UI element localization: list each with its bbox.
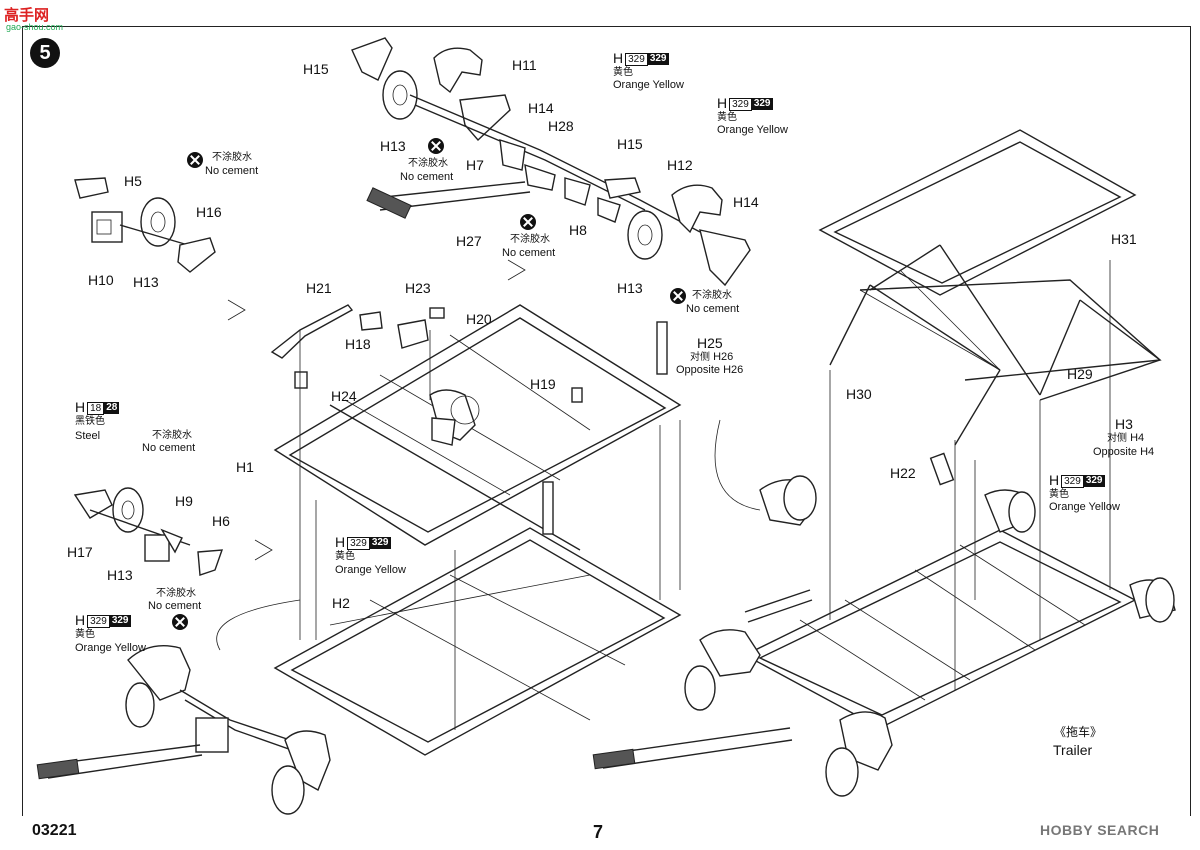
site-logo-sub: gao-shou.com	[6, 22, 64, 32]
paint-yellow-en-3: Orange Yellow	[335, 564, 406, 576]
no-cement-cn-5: 不涂胶水	[152, 430, 192, 441]
no-cement-cn-6: 不涂胶水	[156, 588, 196, 599]
part-label-h8: H8	[569, 222, 587, 238]
no-cement-cn-3: 不涂胶水	[510, 234, 550, 245]
no-cement-en-2: No cement	[400, 171, 454, 183]
part-label-h24: H24	[331, 388, 357, 404]
paint-yellow-cn-1: 黄色	[613, 67, 633, 78]
part-label-h6: H6	[212, 513, 230, 529]
part-label-h21: H21	[306, 280, 332, 296]
part-label-h23: H23	[405, 280, 431, 296]
part-label-h10: H10	[88, 272, 114, 288]
no-cement-cn-1: 不涂胶水	[212, 152, 252, 163]
no-cement-en-5: No cement	[142, 442, 196, 454]
left-upper-wheel-assembly	[74, 177, 216, 273]
part-label-h7: H7	[466, 157, 484, 173]
part-label-h12: H12	[667, 157, 693, 173]
part-label-h2: H2	[332, 595, 350, 611]
part-label-h13: H13	[380, 138, 406, 154]
part-label-h20: H20	[466, 311, 492, 327]
part-label-h25: H25	[697, 335, 723, 351]
paint-yellow-cn-3: 黄色	[335, 551, 355, 562]
no-cement-icon	[187, 152, 203, 168]
part-label-h17: H17	[67, 544, 93, 560]
no-cement-en-1: No cement	[205, 165, 259, 177]
part-label-h5: H5	[124, 173, 142, 189]
frame-border-top	[22, 26, 1190, 27]
paint-yellow-en-4: Orange Yellow	[75, 642, 146, 654]
part-label-h22: H22	[890, 465, 916, 481]
trailer-chassis	[592, 475, 1176, 797]
part-label-h1: H1	[236, 459, 254, 475]
no-cement-en-6: No cement	[148, 600, 202, 612]
leader-lines	[216, 330, 761, 730]
part-label-h18: H18	[345, 336, 371, 352]
opposite-h26-en: Opposite H26	[676, 364, 744, 376]
paint-yellow-cn-2: 黄色	[717, 112, 737, 123]
no-cement-icon	[670, 288, 686, 304]
part-label-h29: H29	[1067, 366, 1093, 382]
page-number: 7	[593, 822, 604, 842]
paint-yellow-en-5: Orange Yellow	[1049, 501, 1120, 513]
part-label-h3: H3	[1115, 416, 1133, 432]
part-label-h19: H19	[530, 376, 556, 392]
part-label-h15b: H15	[617, 136, 643, 152]
part-label-h14: H14	[528, 100, 554, 116]
no-cement-en-3: No cement	[502, 247, 556, 259]
part-label-h27: H27	[456, 233, 482, 249]
bottom-left-axle	[36, 645, 331, 815]
part-label-h13b: H13	[617, 280, 643, 296]
opposite-h26-cn: 对侧 H26	[690, 351, 734, 363]
kit-code: 03221	[32, 822, 77, 839]
no-cement-cn-4: 不涂胶水	[692, 290, 732, 301]
trailer-cn: 《拖车》	[1054, 725, 1103, 739]
part-label-h14b: H14	[733, 194, 759, 210]
part-label-h13d: H13	[107, 567, 133, 583]
trailer-en: Trailer	[1053, 742, 1093, 758]
no-cement-icon	[428, 138, 444, 154]
opposite-h4-cn: 对侧 H4	[1107, 432, 1145, 444]
paint-yellow-en-1: Orange Yellow	[613, 79, 684, 91]
paint-steel-en: Steel	[75, 430, 101, 442]
watermark: HOBBY SEARCH	[1040, 822, 1160, 838]
site-logo: 高手网	[4, 7, 50, 24]
arrow-icon	[227, 259, 526, 561]
left-lower-wheel-assembly	[73, 487, 224, 576]
trailer-cage	[818, 129, 1162, 690]
frame-border-right	[1190, 26, 1191, 816]
opposite-h4-en: Opposite H4	[1093, 446, 1155, 458]
part-label-h30: H30	[846, 386, 872, 402]
part-label-h9: H9	[175, 493, 193, 509]
part-label-h31: H31	[1111, 231, 1137, 247]
paint-yellow-cn-4: 黄色	[75, 629, 95, 640]
paint-yellow-cn-5: 黄色	[1049, 489, 1069, 500]
part-label-h13c: H13	[133, 274, 159, 290]
part-label-h16: H16	[196, 204, 222, 220]
upper-frame-h1	[270, 304, 682, 551]
no-cement-icon	[520, 214, 536, 230]
no-cement-en-4: No cement	[686, 303, 740, 315]
paint-yellow-en-2: Orange Yellow	[717, 124, 788, 136]
top-axle-assembly	[351, 37, 751, 287]
part-label-h11: H11	[512, 57, 537, 73]
part-label-h15: H15	[303, 61, 329, 77]
no-cement-cn-2: 不涂胶水	[408, 158, 448, 169]
lower-frame-h2	[273, 481, 682, 756]
paint-steel-cn: 黑铁色	[75, 416, 105, 427]
frame-border-left	[22, 26, 23, 816]
part-label-h28: H28	[548, 118, 574, 134]
step-number-badge: 5	[30, 38, 60, 68]
no-cement-icon	[172, 614, 188, 630]
